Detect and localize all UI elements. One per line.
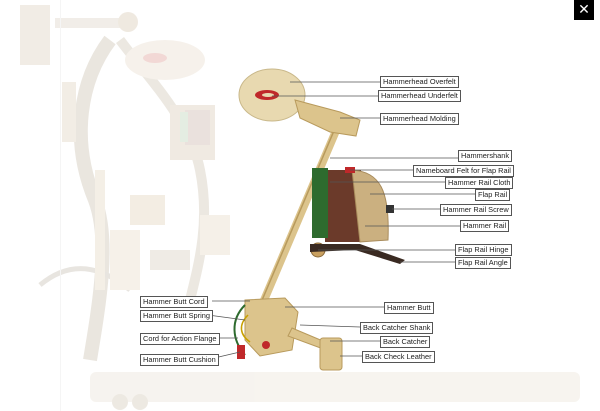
label-flap-rail-angle: Flap Rail Angle bbox=[455, 257, 511, 269]
hammerhead-molding bbox=[294, 99, 361, 137]
label-hammer-butt-cushion: Hammer Butt Cushion bbox=[140, 354, 219, 366]
label-hammerhead-underfelt: Hammerhead Underfelt bbox=[378, 90, 461, 102]
label-hammer-butt-spring: Hammer Butt Spring bbox=[140, 310, 213, 322]
label-flap-rail-hinge: Flap Rail Hinge bbox=[455, 244, 512, 256]
hammershank bbox=[258, 122, 342, 309]
background-action-ghost bbox=[20, 0, 580, 411]
label-cord-for-action-flange: Cord for Action Flange bbox=[140, 333, 220, 345]
flap-rail-angle bbox=[310, 244, 405, 264]
hammer-rail-assembly bbox=[310, 167, 405, 264]
label-nameboard-felt: Nameboard Felt for Flap Rail bbox=[413, 165, 514, 177]
hammer-rail-cloth bbox=[312, 168, 328, 238]
hammer-assembly bbox=[238, 68, 361, 309]
label-back-catcher: Back Catcher bbox=[380, 336, 431, 348]
hammer-butt-cushion bbox=[237, 345, 245, 359]
leader-lines bbox=[207, 81, 475, 360]
label-hammerhead-overfelt: Hammerhead Overfelt bbox=[380, 76, 459, 88]
label-hammer-rail-cloth: Hammer Rail Cloth bbox=[445, 177, 514, 189]
label-hammer-butt: Hammer Butt bbox=[384, 302, 434, 314]
close-button[interactable]: ✕ bbox=[574, 0, 594, 20]
label-back-catcher-shank: Back Catcher Shank bbox=[360, 322, 434, 334]
hammer-rail-screw bbox=[386, 205, 394, 213]
label-flap-rail: Flap Rail bbox=[475, 189, 511, 201]
hammer-butt bbox=[244, 297, 299, 357]
label-hammer-rail: Hammer Rail bbox=[460, 220, 510, 232]
label-hammer-butt-cord: Hammer Butt Cord bbox=[140, 296, 208, 308]
hammer-butt-assembly bbox=[233, 297, 343, 371]
back-catcher bbox=[319, 337, 343, 371]
label-hammershank: Hammershank bbox=[458, 150, 513, 162]
label-hammerhead-molding: Hammerhead Molding bbox=[380, 113, 459, 125]
hammer-butt-spring bbox=[240, 314, 251, 343]
label-hammer-rail-screw: Hammer Rail Screw bbox=[440, 204, 512, 216]
label-back-check-leather: Back Check Leather bbox=[362, 351, 435, 363]
